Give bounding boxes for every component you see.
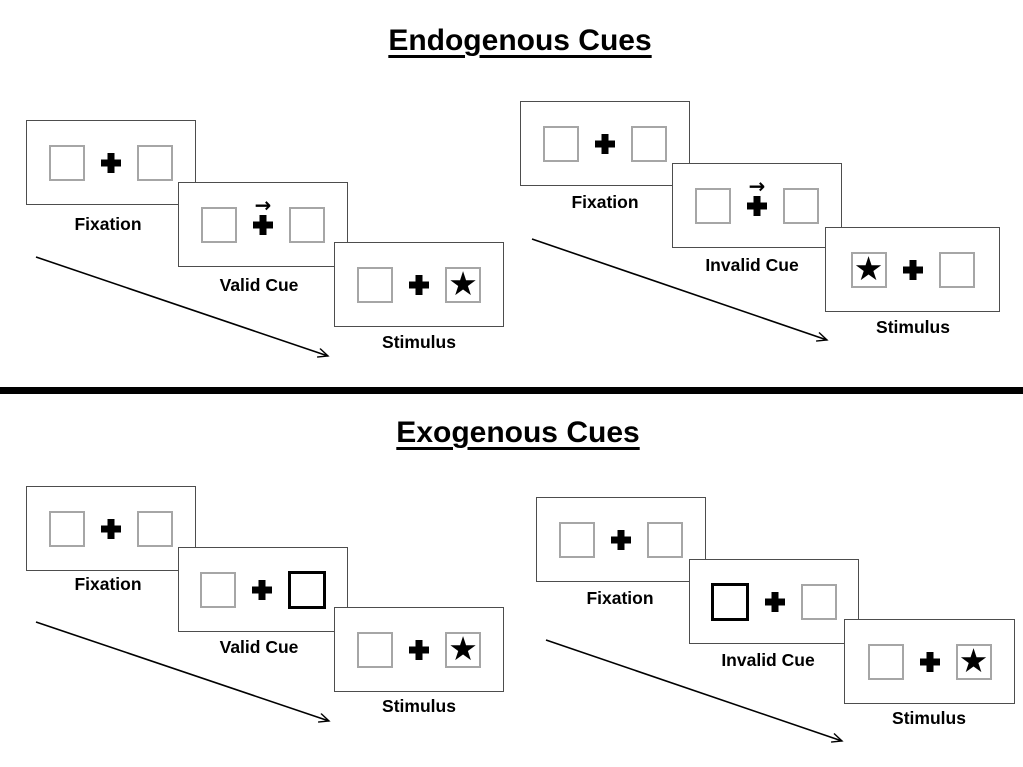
left-square: ★ xyxy=(850,248,887,288)
left-square xyxy=(543,125,579,162)
left-square xyxy=(559,521,595,558)
right-square xyxy=(647,521,683,558)
panel-label: Stimulus xyxy=(382,332,456,352)
fixation-cross-icon xyxy=(101,519,121,539)
left-square-cue-highlight xyxy=(711,582,749,621)
fixation-panel xyxy=(26,486,196,571)
fixation-cross-icon: → xyxy=(253,195,273,235)
timeline-arrow xyxy=(35,256,328,356)
panel-label: Invalid Cue xyxy=(721,650,815,670)
star-icon: ★ xyxy=(448,628,478,668)
fixation-cross-icon xyxy=(409,275,429,295)
fixation-panel xyxy=(26,120,196,205)
left-square xyxy=(201,206,237,243)
fixation-cross-icon xyxy=(903,260,923,280)
fixation-cross-icon xyxy=(765,592,785,612)
cue-panel: → xyxy=(672,163,842,248)
fixation-cross-icon xyxy=(409,640,429,660)
panel-label: Fixation xyxy=(74,574,142,594)
panel-label: Fixation xyxy=(586,588,654,608)
fixation-cross-icon xyxy=(101,153,121,173)
fixation-panel xyxy=(536,497,706,582)
panel-label: Fixation xyxy=(74,214,142,234)
panel-label: Valid Cue xyxy=(219,275,299,295)
fixation-cross-icon: → xyxy=(747,176,767,216)
timeline-arrow xyxy=(35,621,329,721)
left-square xyxy=(867,643,904,680)
right-square xyxy=(289,206,325,243)
left-square xyxy=(49,510,85,547)
section-title-exogenous: Exogenous Cues xyxy=(396,416,640,449)
stimulus-panel: ★ xyxy=(844,619,1015,704)
left-square xyxy=(49,144,85,181)
left-square xyxy=(357,266,393,303)
panel-label: Stimulus xyxy=(382,696,456,716)
right-square: ★ xyxy=(445,263,481,303)
stimulus-panel: ★ xyxy=(334,607,504,692)
right-square xyxy=(137,510,173,547)
panel-label: Invalid Cue xyxy=(705,255,799,275)
fixation-cross-icon xyxy=(252,580,272,600)
panel-label: Stimulus xyxy=(876,317,950,337)
stimulus-panel: ★ xyxy=(334,242,504,327)
right-square xyxy=(137,144,173,181)
right-square xyxy=(938,251,975,288)
fixation-cross-icon xyxy=(611,530,631,550)
cue-panel xyxy=(178,547,348,632)
left-square xyxy=(200,571,236,608)
right-square: ★ xyxy=(445,628,481,668)
star-icon: ★ xyxy=(448,263,478,303)
section-divider xyxy=(0,387,1023,394)
stimulus-panel: ★ xyxy=(825,227,1000,312)
left-square xyxy=(357,631,393,668)
timeline-arrow xyxy=(531,238,827,340)
section-title-endogenous: Endogenous Cues xyxy=(388,24,652,57)
cue-arrow-icon: → xyxy=(254,192,272,217)
cue-panel xyxy=(689,559,859,644)
panel-label: Valid Cue xyxy=(219,637,299,657)
timeline-arrow xyxy=(545,639,842,741)
star-icon: ★ xyxy=(853,248,884,288)
right-square: ★ xyxy=(955,640,992,680)
left-square xyxy=(695,187,731,224)
right-square xyxy=(801,583,837,620)
right-square-cue-highlight xyxy=(288,570,326,609)
right-square xyxy=(631,125,667,162)
fixation-cross-icon xyxy=(595,134,615,154)
fixation-panel xyxy=(520,101,690,186)
star-icon: ★ xyxy=(958,640,989,680)
panel-label: Fixation xyxy=(571,192,639,212)
fixation-cross-icon xyxy=(920,652,940,672)
right-square xyxy=(783,187,819,224)
panel-label: Stimulus xyxy=(892,708,966,728)
cue-panel: → xyxy=(178,182,348,267)
cue-arrow-icon: → xyxy=(748,173,766,198)
